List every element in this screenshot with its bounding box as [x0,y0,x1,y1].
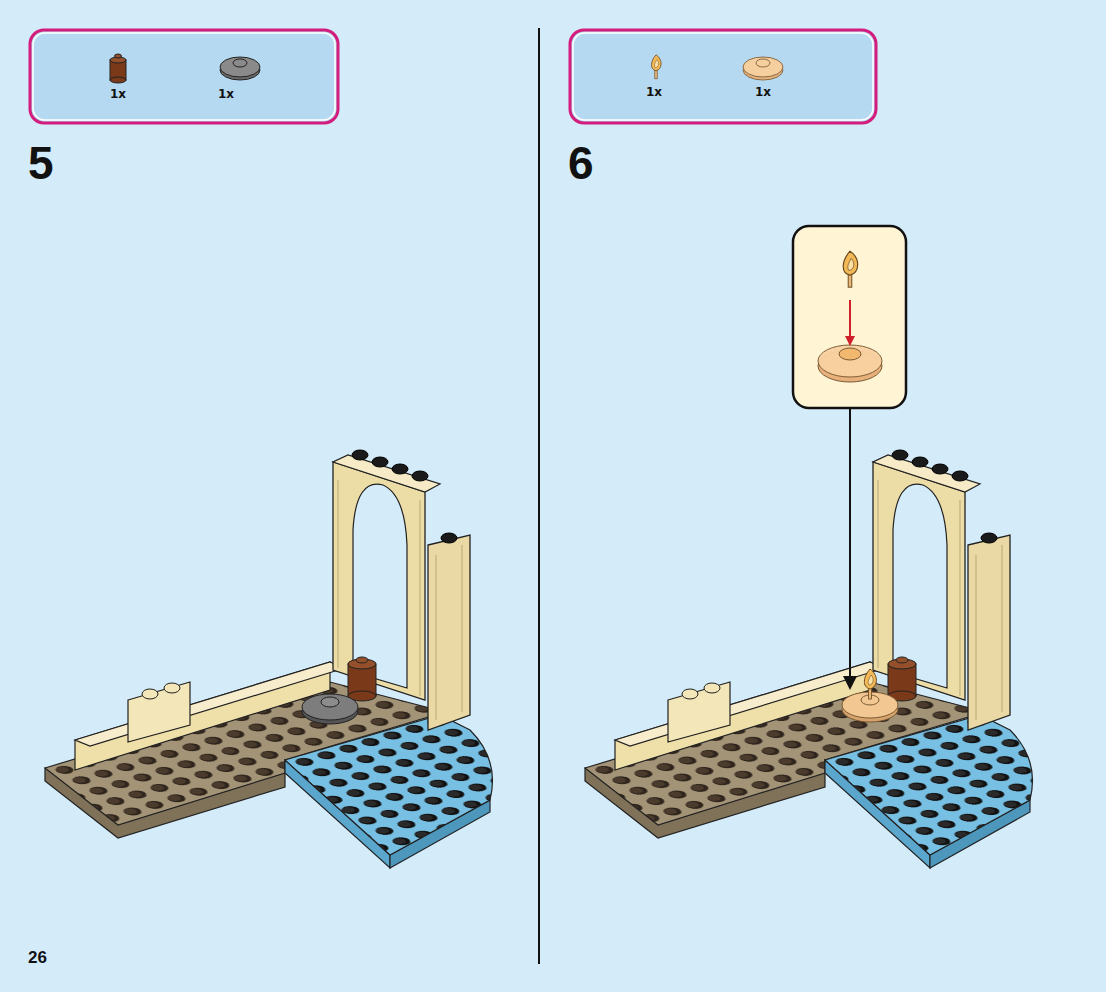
model-step-5 [45,450,493,868]
parts-panel [30,30,876,123]
step-number: 6 [568,140,594,186]
model-step-6 [585,450,1033,868]
part-icon [110,54,783,83]
divider [538,28,540,964]
page-number: 26 [28,949,47,966]
part-count: 1x [218,87,234,101]
step-number: 5 [28,140,54,186]
parts-box: 1x 1x [570,30,876,123]
part-count: 1x [646,85,662,99]
callout [793,226,906,690]
parts-box: 1x 1x [30,30,338,123]
part-count: 1x [755,85,771,99]
part-count: 1x [110,87,126,101]
